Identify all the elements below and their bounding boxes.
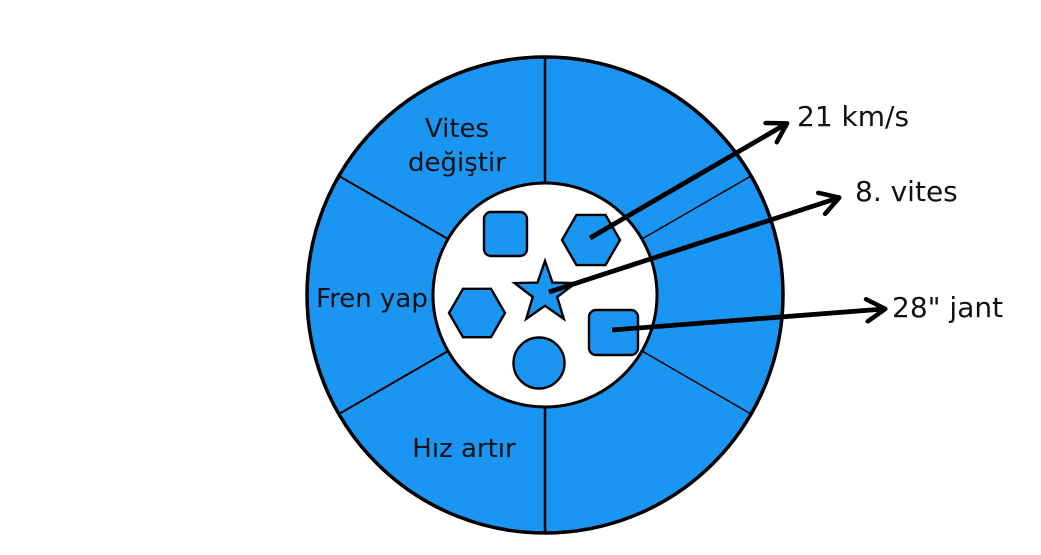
- sector-label-fren-yap: Fren yap: [316, 284, 428, 314]
- rounded-square-shape-top-left: [482, 210, 529, 258]
- divider-lower-right: [641, 350, 752, 415]
- arrow-to-rim-label: [611, 309, 884, 333]
- star-shape-center: [511, 257, 579, 322]
- sector-label-vites-line1: Vites: [425, 114, 489, 144]
- divider-upper-right: [641, 175, 752, 240]
- hub-shapes: [447, 210, 640, 390]
- callout-arrows: [548, 124, 884, 333]
- arrow-to-gear-label: [548, 198, 838, 295]
- circle-shape-bottom: [512, 336, 566, 390]
- sector-label-hiz-artir: Hız artır: [412, 434, 516, 464]
- sector-label-vites-line2: değiştir: [408, 148, 506, 178]
- sector-dividers: [338, 57, 752, 533]
- divider-lower-left: [338, 350, 449, 415]
- divider-upper-left: [338, 175, 449, 240]
- callout-label-rim: 28" jant: [892, 291, 1003, 324]
- hexagon-shape-left: [447, 287, 507, 339]
- rounded-square-shape-right: [587, 308, 640, 357]
- arrow-to-speed-label: [588, 124, 786, 241]
- callout-label-speed: 21 km/s: [797, 100, 909, 133]
- callout-label-gear: 8. vites: [855, 175, 958, 208]
